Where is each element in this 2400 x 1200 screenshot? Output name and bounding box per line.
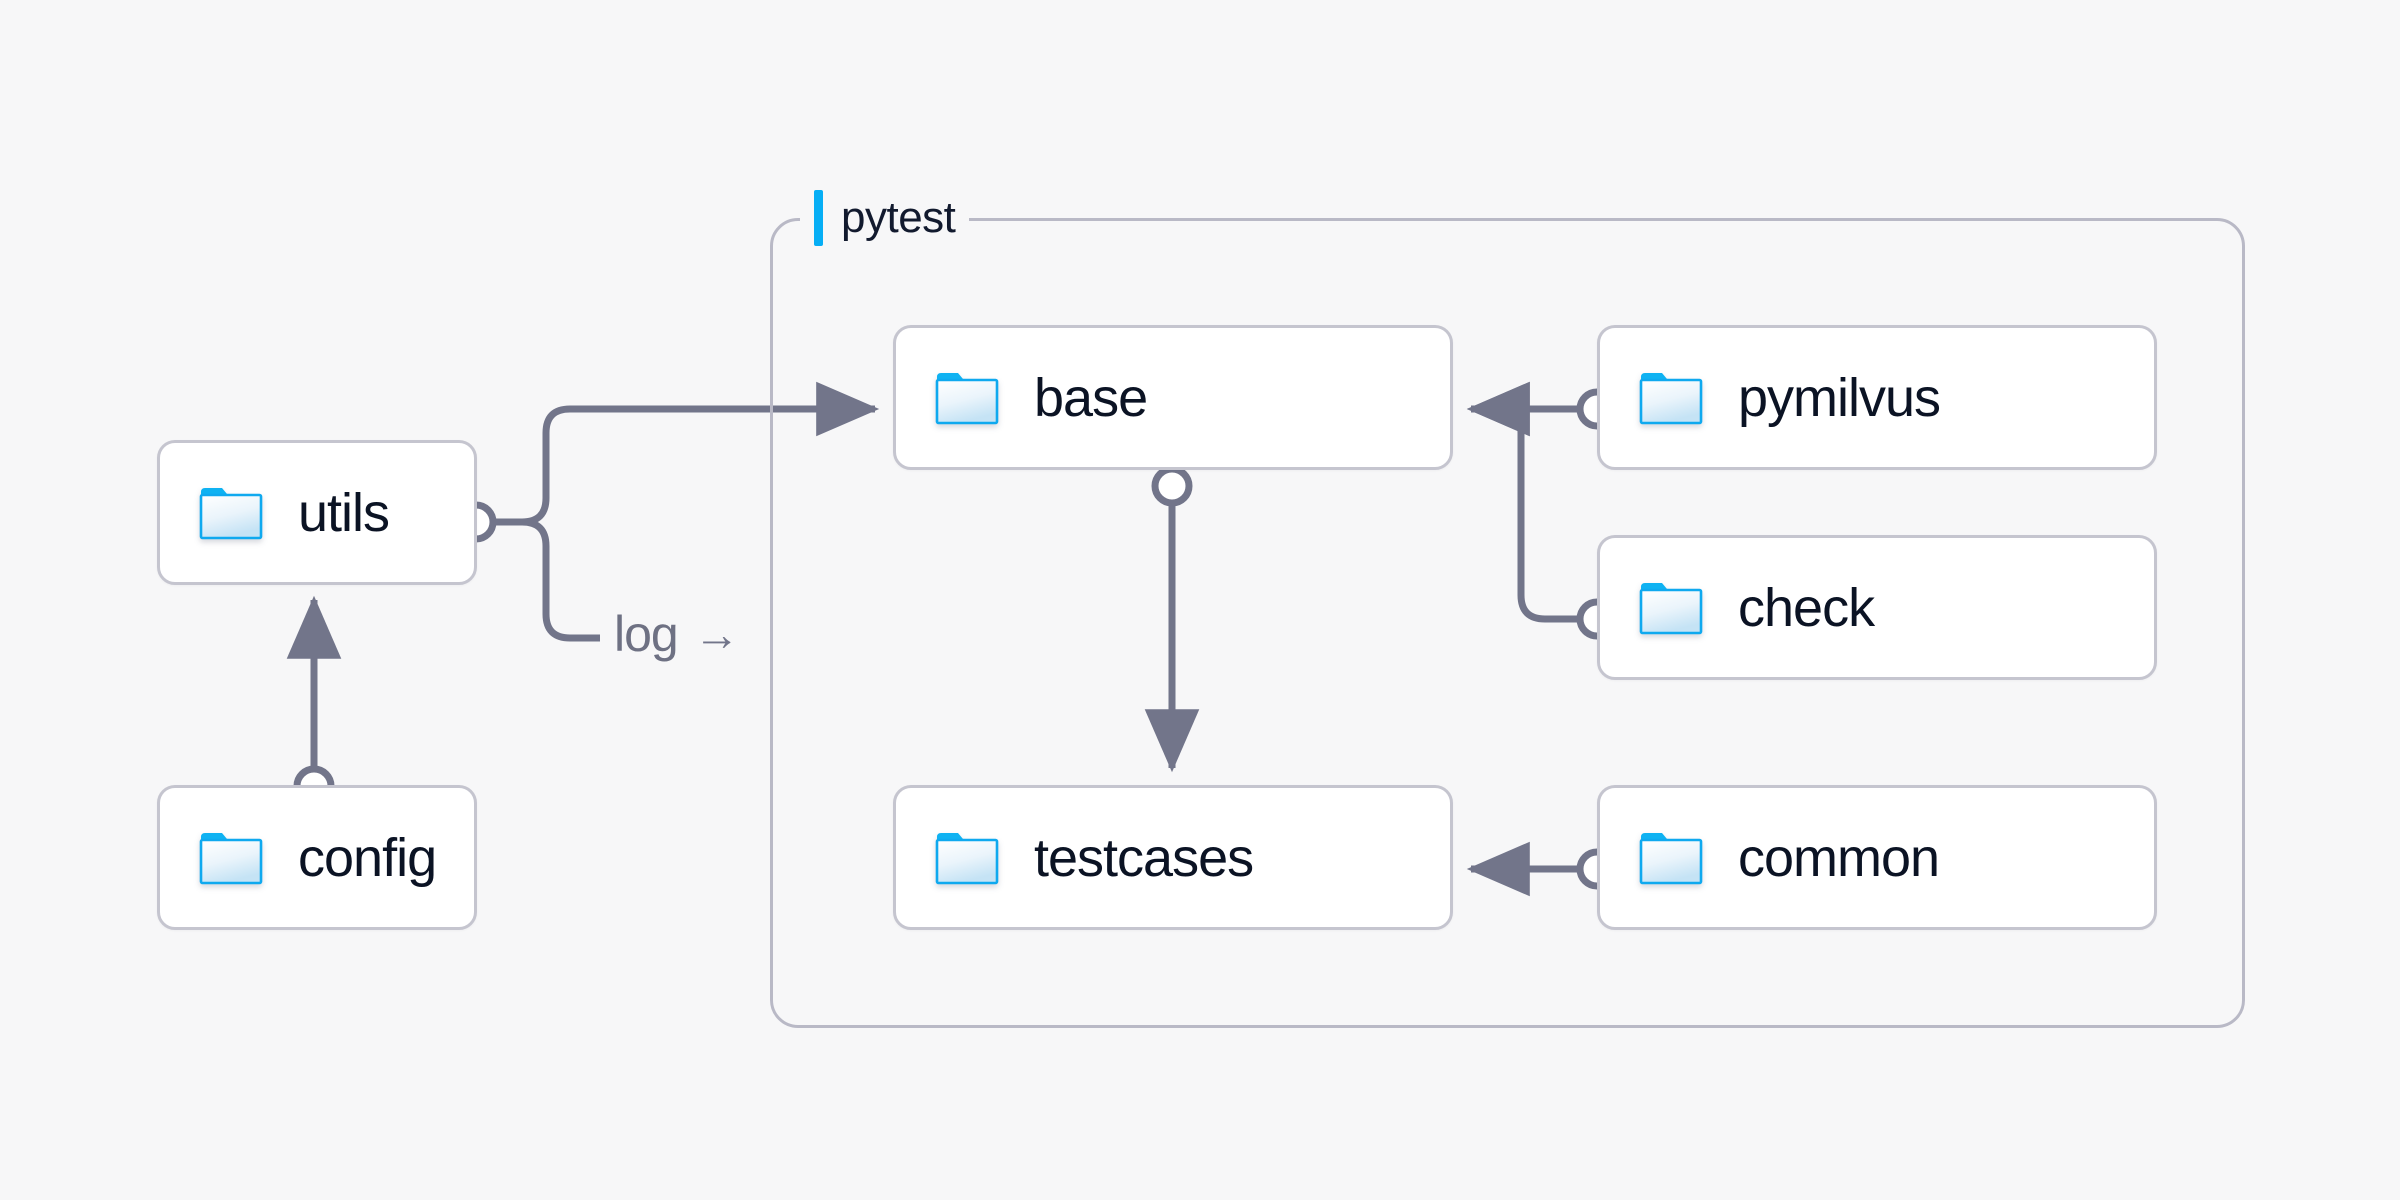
folder-icon xyxy=(199,832,263,884)
node-label-config: config xyxy=(298,827,437,888)
edge-utils-log xyxy=(521,518,600,642)
node-config[interactable]: config xyxy=(157,785,477,930)
node-label-check: check xyxy=(1738,577,1875,638)
node-label-base: base xyxy=(1034,367,1148,428)
group-container-pytest xyxy=(770,218,2245,1028)
node-common[interactable]: common xyxy=(1597,785,2157,930)
node-label-pymilvus: pymilvus xyxy=(1738,367,1941,428)
node-pymilvus[interactable]: pymilvus xyxy=(1597,325,2157,470)
folder-icon xyxy=(935,372,999,424)
edge-label-log-text: log xyxy=(614,606,679,662)
node-label-testcases: testcases xyxy=(1034,827,1254,888)
node-check[interactable]: check xyxy=(1597,535,2157,680)
folder-icon xyxy=(1639,372,1703,424)
folder-icon xyxy=(1639,832,1703,884)
edge-label-log: log → xyxy=(604,609,749,659)
node-base[interactable]: base xyxy=(893,325,1453,470)
node-label-common: common xyxy=(1738,827,1940,888)
arrow-right-icon: → xyxy=(693,608,740,660)
folder-icon xyxy=(199,487,263,539)
folder-icon xyxy=(935,832,999,884)
node-label-utils: utils xyxy=(298,482,390,543)
folder-icon xyxy=(1639,582,1703,634)
node-utils[interactable]: utils xyxy=(157,440,477,585)
group-label-text: pytest xyxy=(841,193,956,242)
group-label-pytest: pytest xyxy=(800,190,970,246)
node-testcases[interactable]: testcases xyxy=(893,785,1453,930)
group-accent-bar xyxy=(814,190,823,246)
